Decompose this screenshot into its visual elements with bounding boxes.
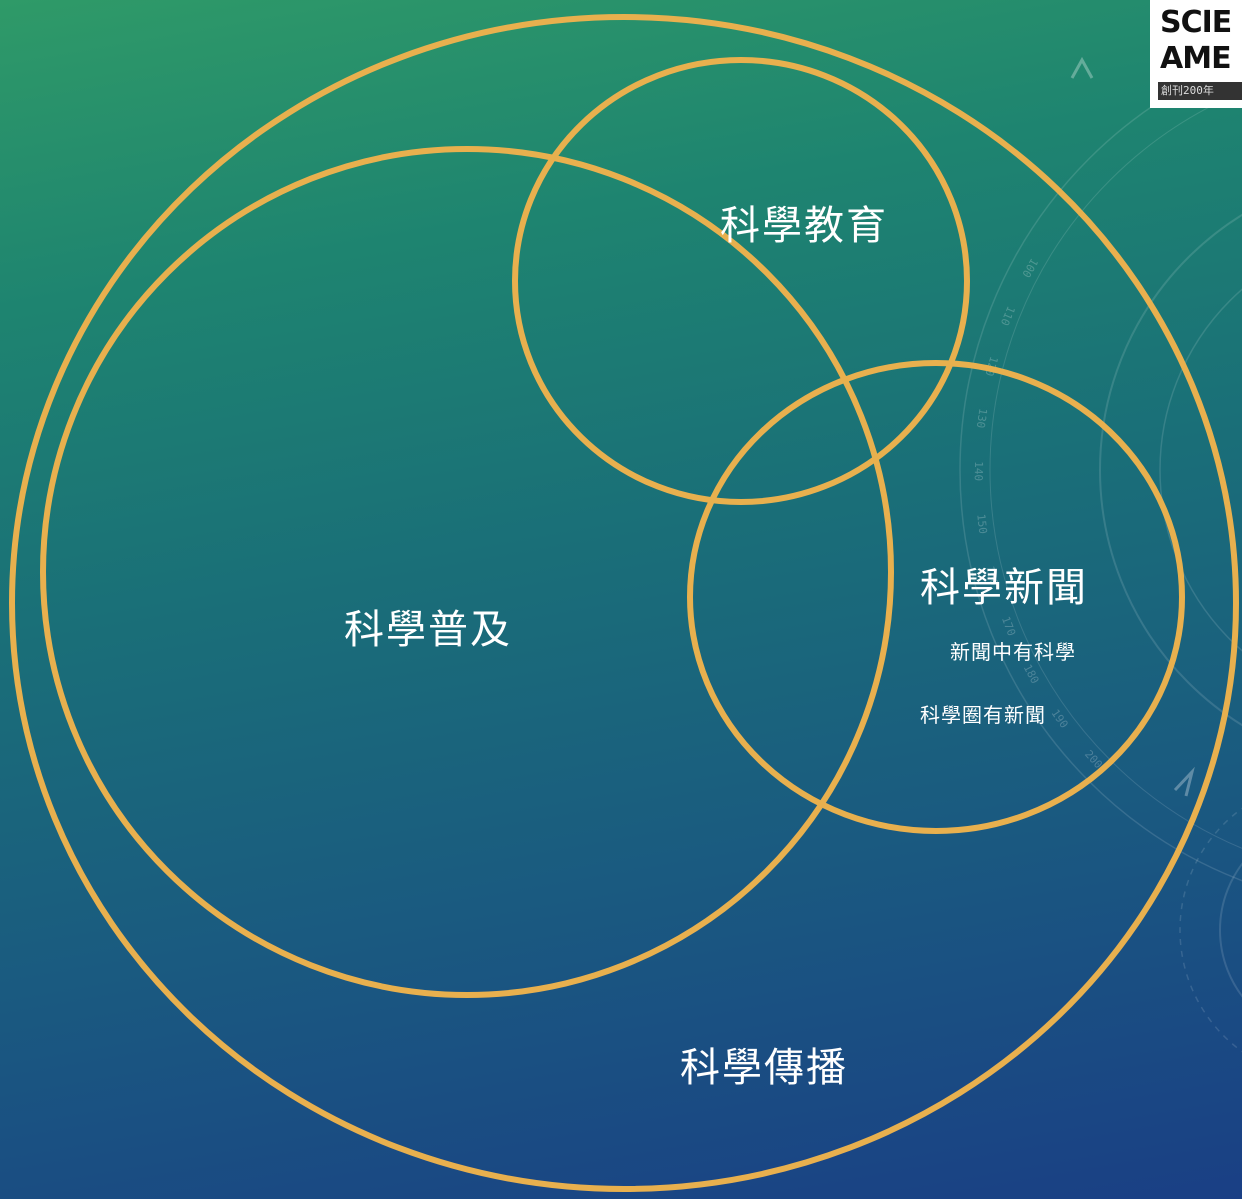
logo-strip: 創刊200年 <box>1158 82 1242 100</box>
ring-science-education <box>512 57 970 505</box>
arrow-icon <box>1070 56 1094 79</box>
logo-line-2: AME <box>1160 41 1232 76</box>
label-science-journalism: 科學新聞 <box>920 565 1088 611</box>
dial-tick-label: 160 <box>983 565 1000 587</box>
ring-science-popularization <box>40 146 894 998</box>
label-science-education: 科學教育 <box>720 203 888 249</box>
dial-tick-label: 150 <box>974 513 989 534</box>
label-science-communication: 科學傳播 <box>680 1045 848 1091</box>
dial-tick-label: 170 <box>999 615 1018 638</box>
scientific-american-logo: SCIE AME 創刊200年 <box>1150 0 1242 108</box>
ring-science-communication <box>9 14 1239 1192</box>
label-news-has-science: 新聞中有科學 <box>950 640 1076 664</box>
label-science-has-news: 科學圈有新聞 <box>920 703 1046 727</box>
ring-science-journalism <box>687 360 1185 834</box>
arrow-icon <box>1173 766 1195 797</box>
label-science-popularization: 科學普及 <box>344 607 512 653</box>
dial-tick-label: 140 <box>972 461 985 481</box>
logo-line-1: SCIE <box>1160 5 1232 40</box>
dial-tick-label: 130 <box>974 407 990 429</box>
